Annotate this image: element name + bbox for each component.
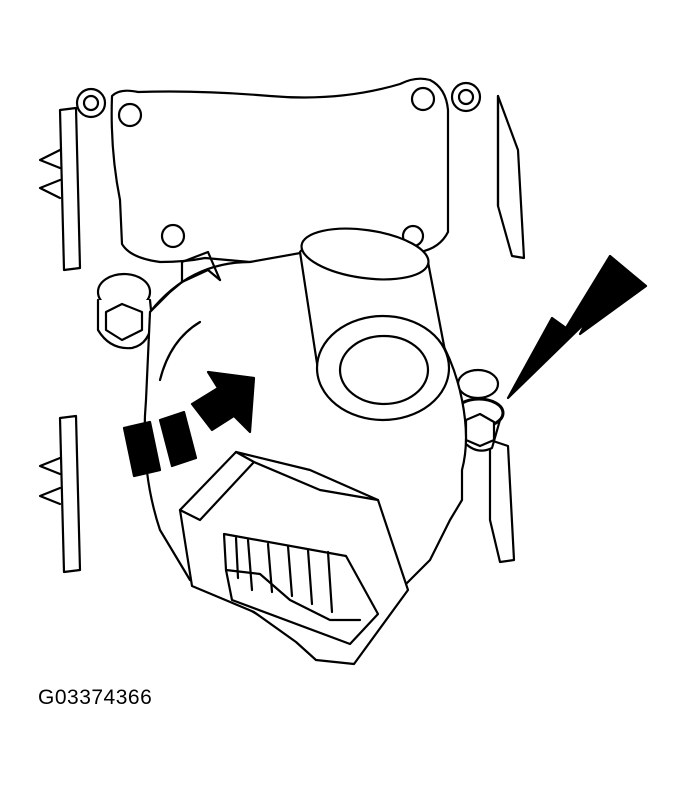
mounting-plate xyxy=(77,79,480,262)
mounting-screw-left xyxy=(98,274,152,348)
rotation-arrow xyxy=(124,372,254,476)
figure-caption: G03374366 xyxy=(38,686,153,709)
bracket-right-upper xyxy=(498,96,524,258)
callout-arrow xyxy=(508,256,646,398)
shaft-collar xyxy=(298,221,449,420)
mounting-screw-right xyxy=(455,370,503,451)
electrical-connector xyxy=(180,452,408,664)
bracket-right-lower xyxy=(490,440,514,562)
bracket-left-lower xyxy=(40,416,80,572)
bracket-left-upper xyxy=(40,108,80,270)
